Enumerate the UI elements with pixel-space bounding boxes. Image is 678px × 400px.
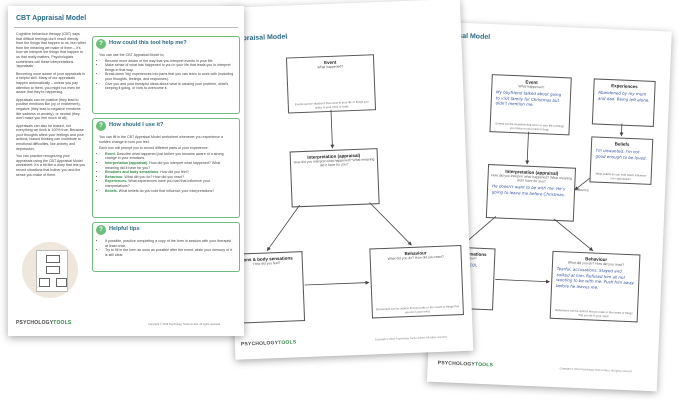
list-item: Try to fill in the form as soon as possi…: [105, 248, 235, 257]
list-item: Experiences. What experiences have you h…: [105, 179, 235, 188]
how-should-i-use-card: ? How should I use it? You can fill in t…: [92, 118, 240, 218]
list-item: If possible, practice completing a copy …: [105, 239, 235, 248]
list-item: Emotions and body sensations. How did yo…: [105, 170, 235, 175]
list-item: Event. Describe what happened just befor…: [105, 152, 235, 161]
flow-arrows: [266, 109, 412, 286]
page-title: CBT Appraisal Model: [16, 15, 87, 22]
intro-paragraph: Cognitive behaviour therapy (CBT) says t…: [16, 32, 86, 69]
intro-paragraph: Becoming more aware of your appraisals i…: [16, 71, 85, 95]
worksheet-blank-page: Appraisal Model Event What happened? Eve…: [222, 0, 474, 360]
intro-paragraph: You can practice recognizing your apprai…: [16, 154, 86, 177]
list-item: Give you and your therapist ideas about …: [105, 82, 235, 91]
question-mark-icon: ?: [96, 39, 106, 49]
how-could-this-help-card: ? How could this tool help me? You can u…: [92, 36, 240, 114]
card-heading: How could this tool help me?: [109, 40, 187, 46]
list-item: Make sense of what has happened to you i…: [105, 63, 235, 72]
intro-paragraph: Appraisals can be positive (they lead to…: [16, 97, 81, 121]
card-heading: How should I use it?: [109, 122, 164, 128]
question-mark-icon: ?: [96, 225, 106, 235]
card-lead: You can fill in the CBT Appraisal Model …: [99, 135, 224, 144]
list-item: Beliefs. What beliefs do you hold that i…: [105, 189, 235, 194]
intro-paragraph: Appraisals can also be biased, not every…: [16, 123, 84, 151]
list-item: Become more aware of the way that you in…: [105, 59, 235, 64]
title-divider: [14, 27, 238, 28]
info-sheet-page: CBT Appraisal Model Cognitive behaviour …: [8, 6, 244, 336]
worksheet-thumbnail-illustration: [22, 242, 78, 298]
helpful-tips-card: ? Helpful tips If possible, practice com…: [92, 222, 240, 272]
list-item: Interpretation (appraisal). How did you …: [105, 161, 235, 170]
card-heading: Helpful tips: [109, 226, 140, 232]
intro-column: Cognitive behaviour therapy (CBT) says t…: [16, 32, 86, 177]
psychology-tools-logo: PSYCHOLOGYTOOLS: [16, 320, 72, 326]
question-mark-icon: ?: [96, 121, 106, 131]
copyright: Copyright © 2019 Psychology Tools Limite…: [148, 323, 221, 326]
list-item: Behaviour. What did you do? How did you …: [105, 175, 235, 180]
card-lead: You can use the CBT Appraisal Model to:: [99, 53, 165, 57]
card-lead: Each box will prompt you to record diffe…: [99, 146, 209, 151]
list-item: Break down 'big' experiences into parts …: [105, 72, 235, 81]
